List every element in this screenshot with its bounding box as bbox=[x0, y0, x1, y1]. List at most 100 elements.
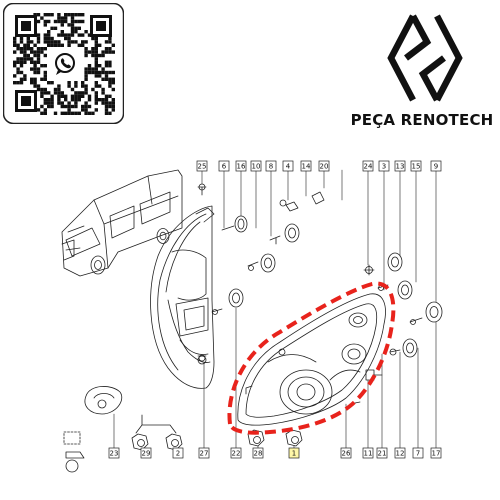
qr-module bbox=[77, 98, 81, 102]
qr-module bbox=[23, 53, 27, 58]
qr-module bbox=[64, 94, 68, 98]
qr-module bbox=[67, 40, 71, 44]
callout-10: 10 bbox=[250, 160, 262, 172]
callout-21: 21 bbox=[376, 447, 388, 459]
qr-module bbox=[43, 74, 47, 78]
callout-27: 27 bbox=[198, 447, 210, 459]
qr-module bbox=[26, 53, 30, 58]
qr-module bbox=[111, 87, 115, 92]
qr-module bbox=[94, 53, 98, 58]
callout-23: 23 bbox=[108, 447, 120, 459]
qr-module bbox=[33, 53, 37, 58]
qr-module bbox=[84, 87, 88, 92]
qr-module bbox=[77, 33, 81, 37]
qr-module bbox=[101, 101, 105, 105]
qr-module bbox=[60, 30, 64, 34]
qr-module bbox=[101, 53, 105, 58]
van-illustration bbox=[61, 169, 183, 277]
qr-module bbox=[47, 19, 51, 24]
qr-module bbox=[50, 101, 54, 105]
qr-module bbox=[30, 77, 34, 81]
qr-module bbox=[108, 64, 112, 68]
qr-module bbox=[81, 108, 85, 112]
qr-module bbox=[108, 50, 112, 54]
qr-module bbox=[70, 19, 75, 24]
qr-module bbox=[98, 70, 102, 75]
qr-module bbox=[60, 94, 64, 98]
qr-module bbox=[60, 33, 64, 37]
qr-module bbox=[87, 33, 92, 37]
callout-26: 26 bbox=[340, 447, 352, 459]
qr-module bbox=[23, 74, 27, 78]
qr-module bbox=[87, 94, 92, 98]
svg-text:9: 9 bbox=[434, 163, 438, 171]
qr-module bbox=[87, 50, 92, 54]
qr-module bbox=[16, 57, 20, 61]
qr-module bbox=[81, 19, 85, 24]
qr-module bbox=[36, 70, 41, 75]
qr-module bbox=[108, 84, 112, 88]
qr-module bbox=[40, 91, 44, 95]
qr-module bbox=[36, 108, 41, 112]
qr-module bbox=[77, 91, 81, 95]
headlamp-side-view bbox=[150, 205, 215, 389]
qr-module bbox=[53, 40, 58, 44]
qr-module bbox=[40, 50, 44, 54]
qr-module bbox=[108, 40, 112, 44]
qr-module bbox=[108, 60, 112, 64]
qr-module bbox=[104, 70, 109, 75]
qr-module bbox=[36, 40, 41, 44]
qr-module bbox=[30, 57, 34, 61]
qr-finder-top-left bbox=[15, 15, 37, 37]
qr-module bbox=[67, 104, 71, 109]
qr-module bbox=[104, 50, 109, 54]
qr-module bbox=[33, 13, 37, 17]
qr-module bbox=[16, 70, 20, 75]
qr-module bbox=[81, 33, 85, 37]
qr-module bbox=[57, 19, 61, 24]
qr-module bbox=[50, 26, 54, 30]
svg-text:22: 22 bbox=[232, 450, 241, 458]
qr-module bbox=[67, 13, 71, 17]
qr-module bbox=[43, 40, 47, 44]
qr-module bbox=[50, 104, 54, 109]
qr-module bbox=[23, 50, 27, 54]
qr-module bbox=[91, 53, 95, 58]
qr-module bbox=[104, 74, 109, 78]
qr-module bbox=[16, 43, 20, 47]
qr-module bbox=[36, 57, 41, 61]
qr-module bbox=[111, 70, 115, 75]
qr-module bbox=[67, 23, 71, 27]
qr-module bbox=[57, 16, 61, 20]
qr-module bbox=[64, 33, 68, 37]
qr-module bbox=[53, 19, 58, 24]
qr-module bbox=[19, 60, 24, 64]
qr-module bbox=[101, 91, 105, 95]
qr-module bbox=[43, 13, 47, 17]
callout-8: 8 bbox=[265, 160, 277, 172]
qr-module bbox=[87, 98, 92, 102]
qr-module bbox=[53, 26, 58, 30]
qr-module bbox=[50, 43, 54, 47]
svg-text:10: 10 bbox=[252, 163, 261, 171]
qr-module bbox=[94, 74, 98, 78]
qr-module bbox=[94, 64, 98, 68]
qr-module bbox=[108, 81, 112, 85]
qr-module bbox=[13, 64, 17, 68]
svg-text:4: 4 bbox=[286, 163, 291, 171]
qr-module bbox=[60, 43, 64, 47]
qr-module bbox=[43, 77, 47, 81]
qr-module bbox=[67, 36, 71, 41]
qr-module bbox=[30, 47, 34, 51]
svg-text:12: 12 bbox=[396, 450, 405, 458]
qr-module bbox=[53, 87, 58, 92]
callout-13: 13 bbox=[394, 160, 406, 172]
qr-module bbox=[43, 111, 47, 115]
callout-22: 22 bbox=[230, 447, 242, 459]
qr-module bbox=[98, 43, 102, 47]
qr-module bbox=[33, 84, 37, 88]
qr-module bbox=[60, 91, 64, 95]
qr-module bbox=[87, 104, 92, 109]
qr-module bbox=[50, 40, 54, 44]
qr-module bbox=[57, 40, 61, 44]
